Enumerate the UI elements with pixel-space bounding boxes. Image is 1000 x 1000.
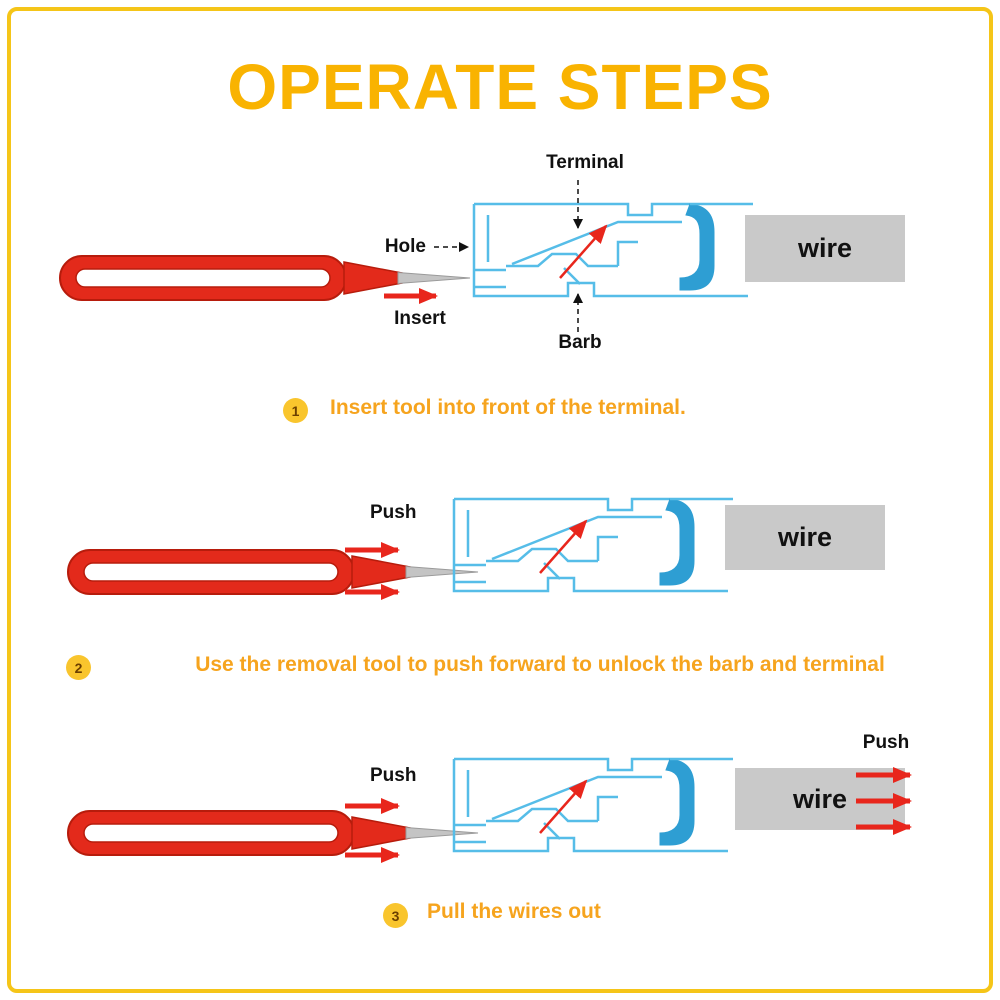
step3-number-badge: 3	[383, 903, 408, 928]
wire-label: wire	[792, 783, 848, 814]
terminal-illustration	[454, 759, 733, 851]
hole-label: Hole	[384, 236, 426, 257]
wire-block: wire	[725, 505, 885, 570]
barb-label: Barb	[558, 332, 602, 353]
step2-diagram: wire Push	[0, 480, 1000, 680]
terminal-illustration	[454, 499, 733, 591]
push-label: Push	[370, 765, 417, 786]
terminal-label: Terminal	[546, 152, 624, 173]
removal-tool-illustration	[67, 549, 479, 595]
step1-caption: Insert tool into front of the terminal.	[330, 396, 686, 419]
removal-tool-illustration	[67, 810, 479, 856]
step2-number-badge: 2	[66, 655, 91, 680]
wire-block: wire	[745, 215, 905, 282]
push-label-right: Push	[862, 732, 910, 753]
page-title: OPERATE STEPS	[227, 51, 773, 123]
push-label: Push	[370, 502, 417, 523]
step3-diagram: wire Push Push	[0, 718, 1000, 903]
step1-number-badge: 1	[283, 398, 308, 423]
step2-illustration	[67, 480, 1000, 600]
terminal-illustration	[474, 204, 753, 296]
step3-caption: Pull the wires out	[427, 900, 601, 923]
wire-label: wire	[797, 233, 853, 263]
step1-illustration	[59, 180, 1000, 332]
wire-label: wire	[777, 522, 833, 552]
step3-illustration	[67, 718, 912, 863]
removal-tool-illustration	[59, 255, 471, 301]
step2-caption: Use the removal tool to push forward to …	[195, 653, 885, 676]
insert-label: Insert	[394, 308, 446, 329]
step1-diagram: wire Terminal Hole Insert Barb	[0, 140, 1000, 380]
